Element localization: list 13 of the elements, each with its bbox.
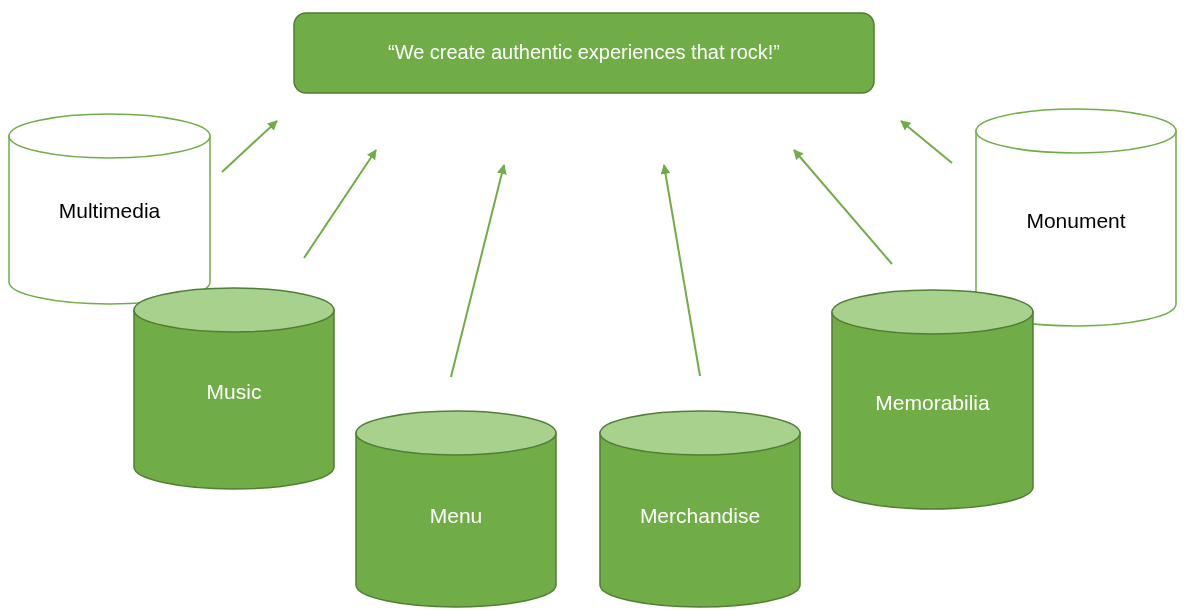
cylinder-label: Memorabilia bbox=[875, 391, 990, 414]
cylinder-label: Merchandise bbox=[639, 504, 761, 527]
arrow bbox=[303, 149, 377, 259]
arrow bbox=[660, 164, 701, 377]
cylinder-label: Menu bbox=[429, 504, 483, 527]
cylinder-label: Monument bbox=[1026, 209, 1126, 232]
mission-statement: “We create authentic experiences that rock!” bbox=[387, 41, 780, 63]
cylinder-label: Multimedia bbox=[58, 199, 161, 222]
arrow bbox=[221, 120, 278, 173]
arrow bbox=[450, 164, 507, 378]
cylinder-label: Music bbox=[206, 380, 262, 403]
arrow bbox=[900, 120, 953, 164]
arrow bbox=[793, 149, 893, 265]
